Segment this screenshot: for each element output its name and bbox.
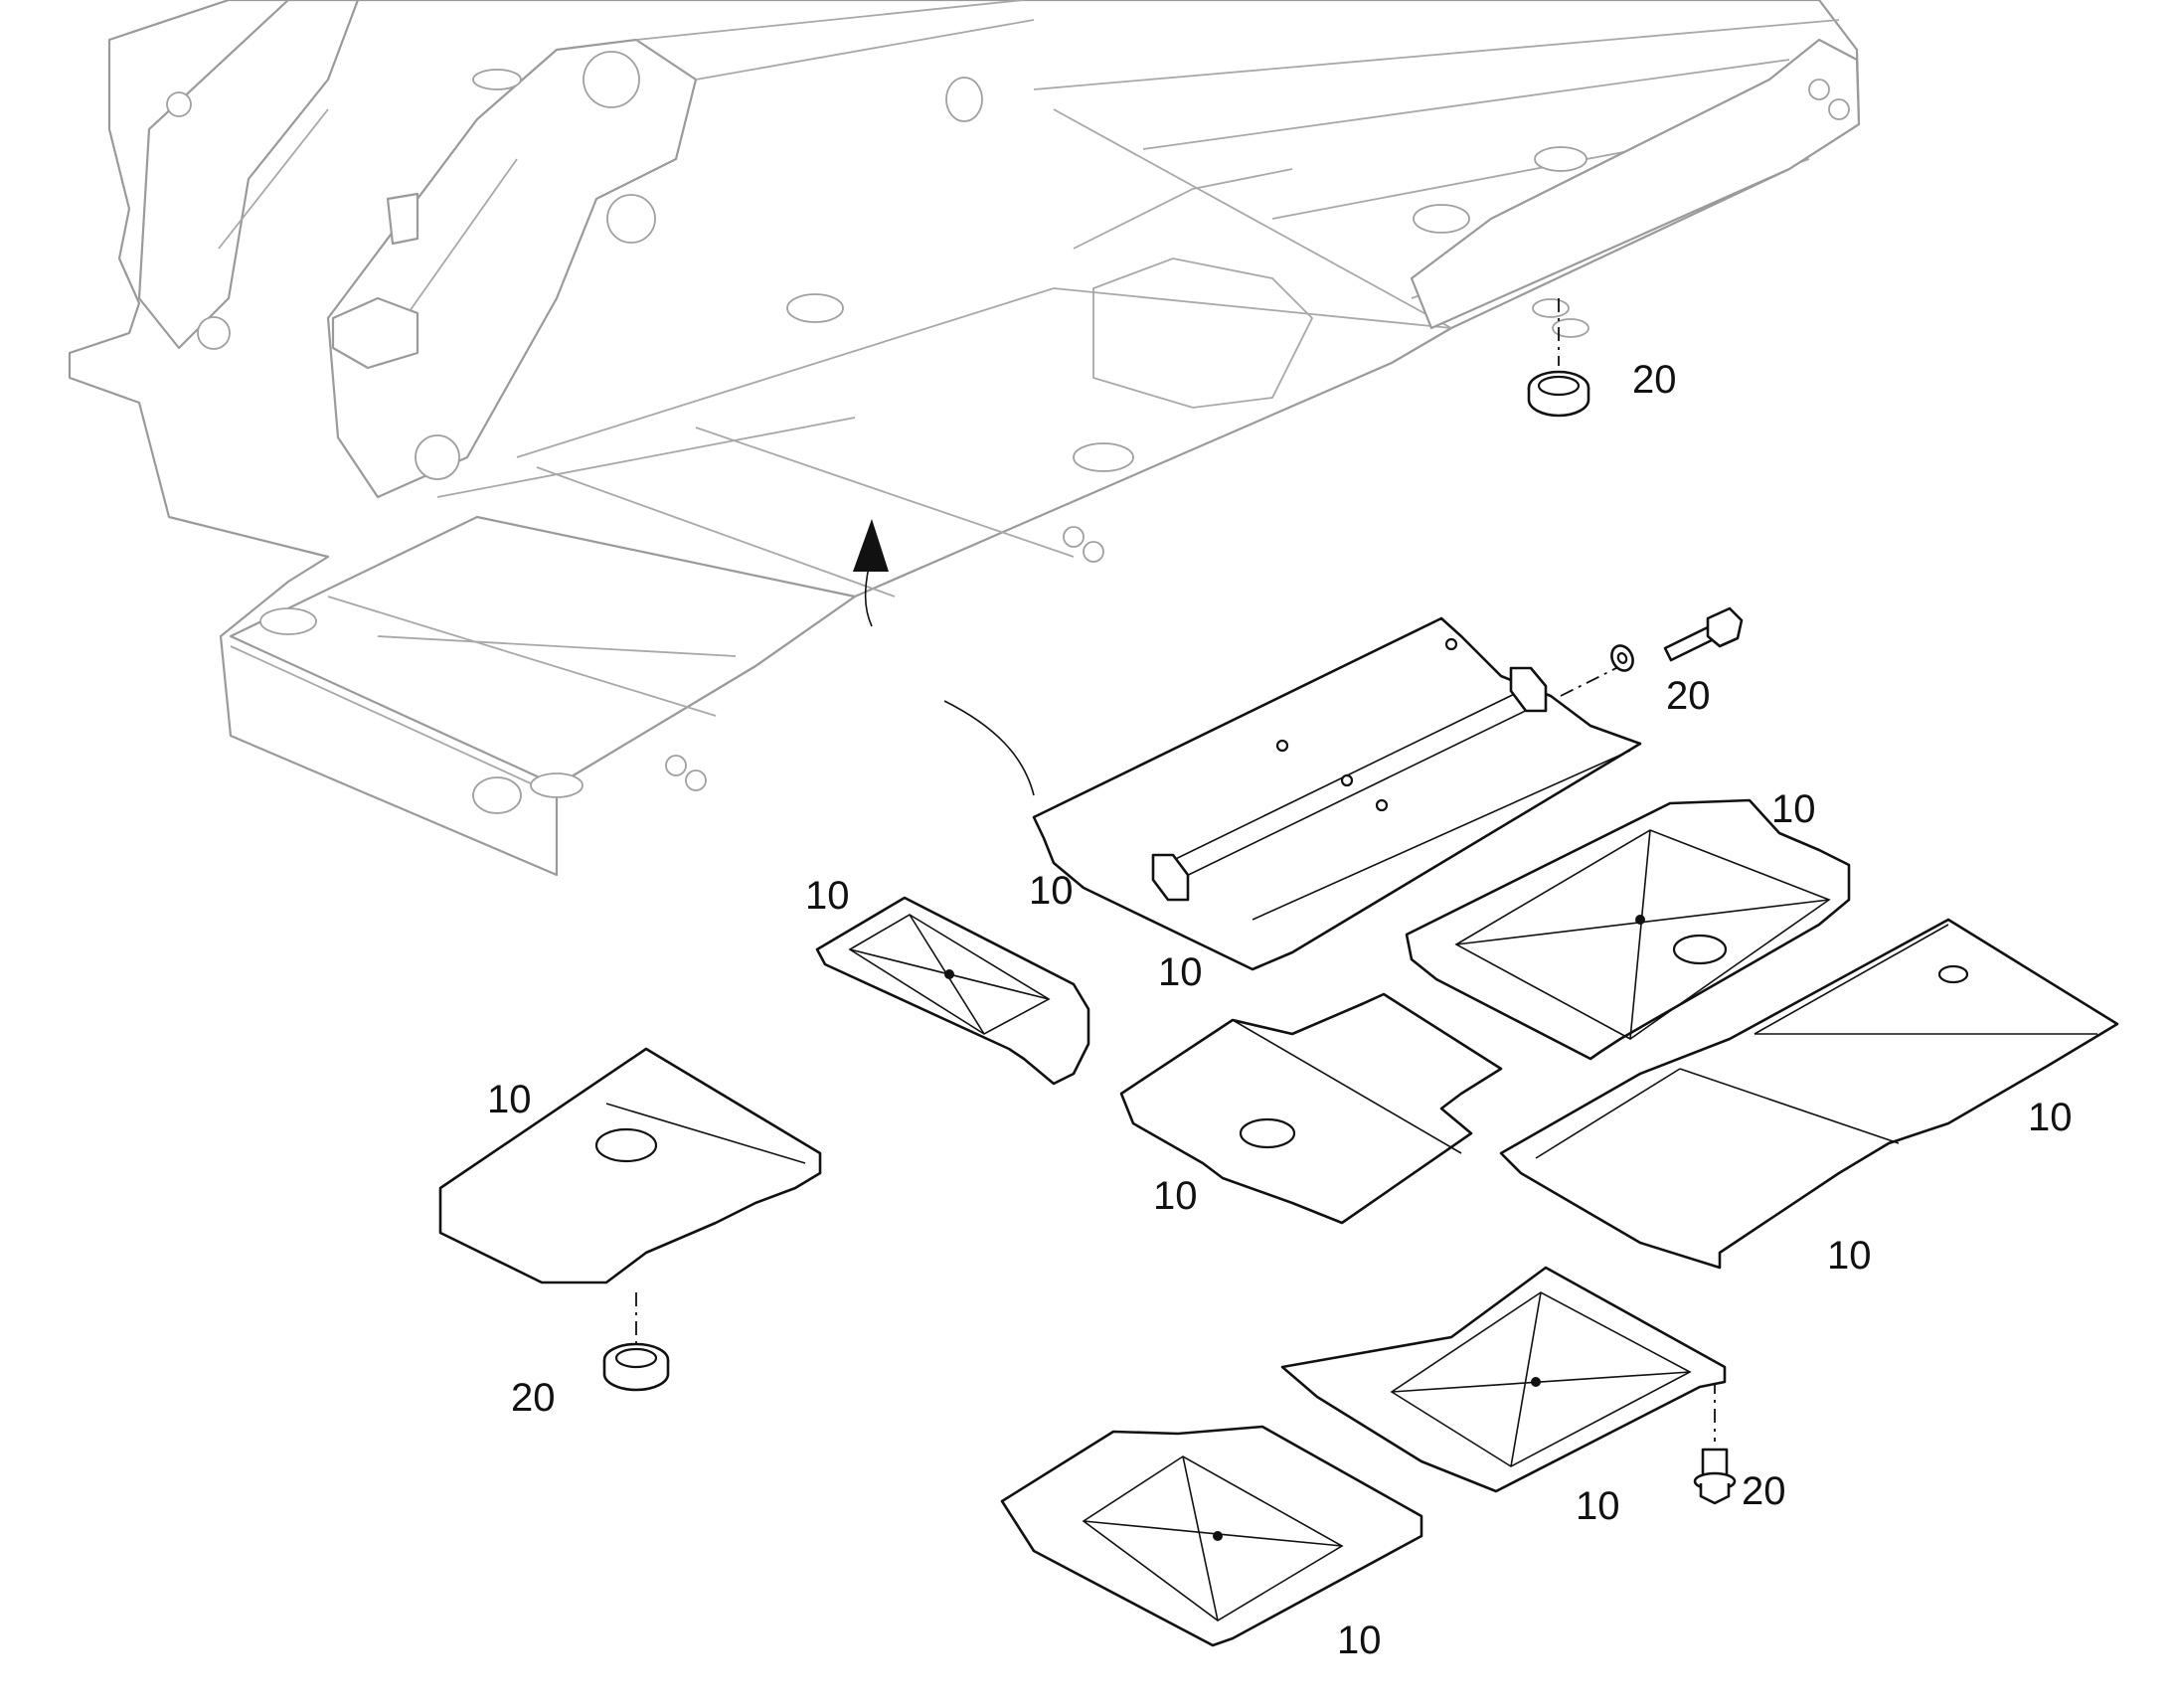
callout-plate-x-bottom: 10 [1337, 1619, 1382, 1662]
flange-bolt [1693, 1380, 1737, 1505]
cover-plate-x-bottom [1000, 1425, 1423, 1647]
callout-plate-x-lower-right: 10 [1576, 1484, 1620, 1528]
callout-flange-bolt: 20 [1742, 1469, 1786, 1513]
cover-plate-x-large [1405, 798, 1851, 1061]
callout-plate-right-lower: 10 [1827, 1234, 1872, 1278]
cover-plate-round-hole [1119, 992, 1503, 1225]
callout-plate-x-large: 10 [1771, 787, 1816, 831]
callout-plate-lower-left: 10 [487, 1078, 532, 1121]
callout-plate-right-long: 10 [2028, 1096, 2073, 1139]
callout-grommet-top-right: 20 [1632, 358, 1677, 402]
machine-frame [68, 0, 1861, 877]
callout-plate-hinged-left: 10 [1029, 869, 1074, 913]
callout-plate-x-small: 10 [805, 874, 850, 918]
bolt-and-washer [1560, 606, 1744, 697]
cover-plate-right-long [1499, 918, 2119, 1270]
cover-plate-x-lower-right [1280, 1266, 1727, 1493]
cover-plate-hinged [943, 616, 1642, 971]
callout-plate-hinged-bottom: 10 [1158, 950, 1203, 994]
callout-plate-round-hole: 10 [1153, 1174, 1198, 1218]
grommet-bottom-left [602, 1292, 670, 1392]
callout-grommet-bottom-left: 20 [511, 1376, 556, 1420]
grommet-top-right [1527, 298, 1590, 418]
direction-arrow [853, 519, 889, 627]
callout-bolt-washer: 20 [1666, 674, 1711, 718]
cover-plate-x-small [815, 896, 1090, 1086]
cover-plate-lower-left [438, 1047, 822, 1284]
